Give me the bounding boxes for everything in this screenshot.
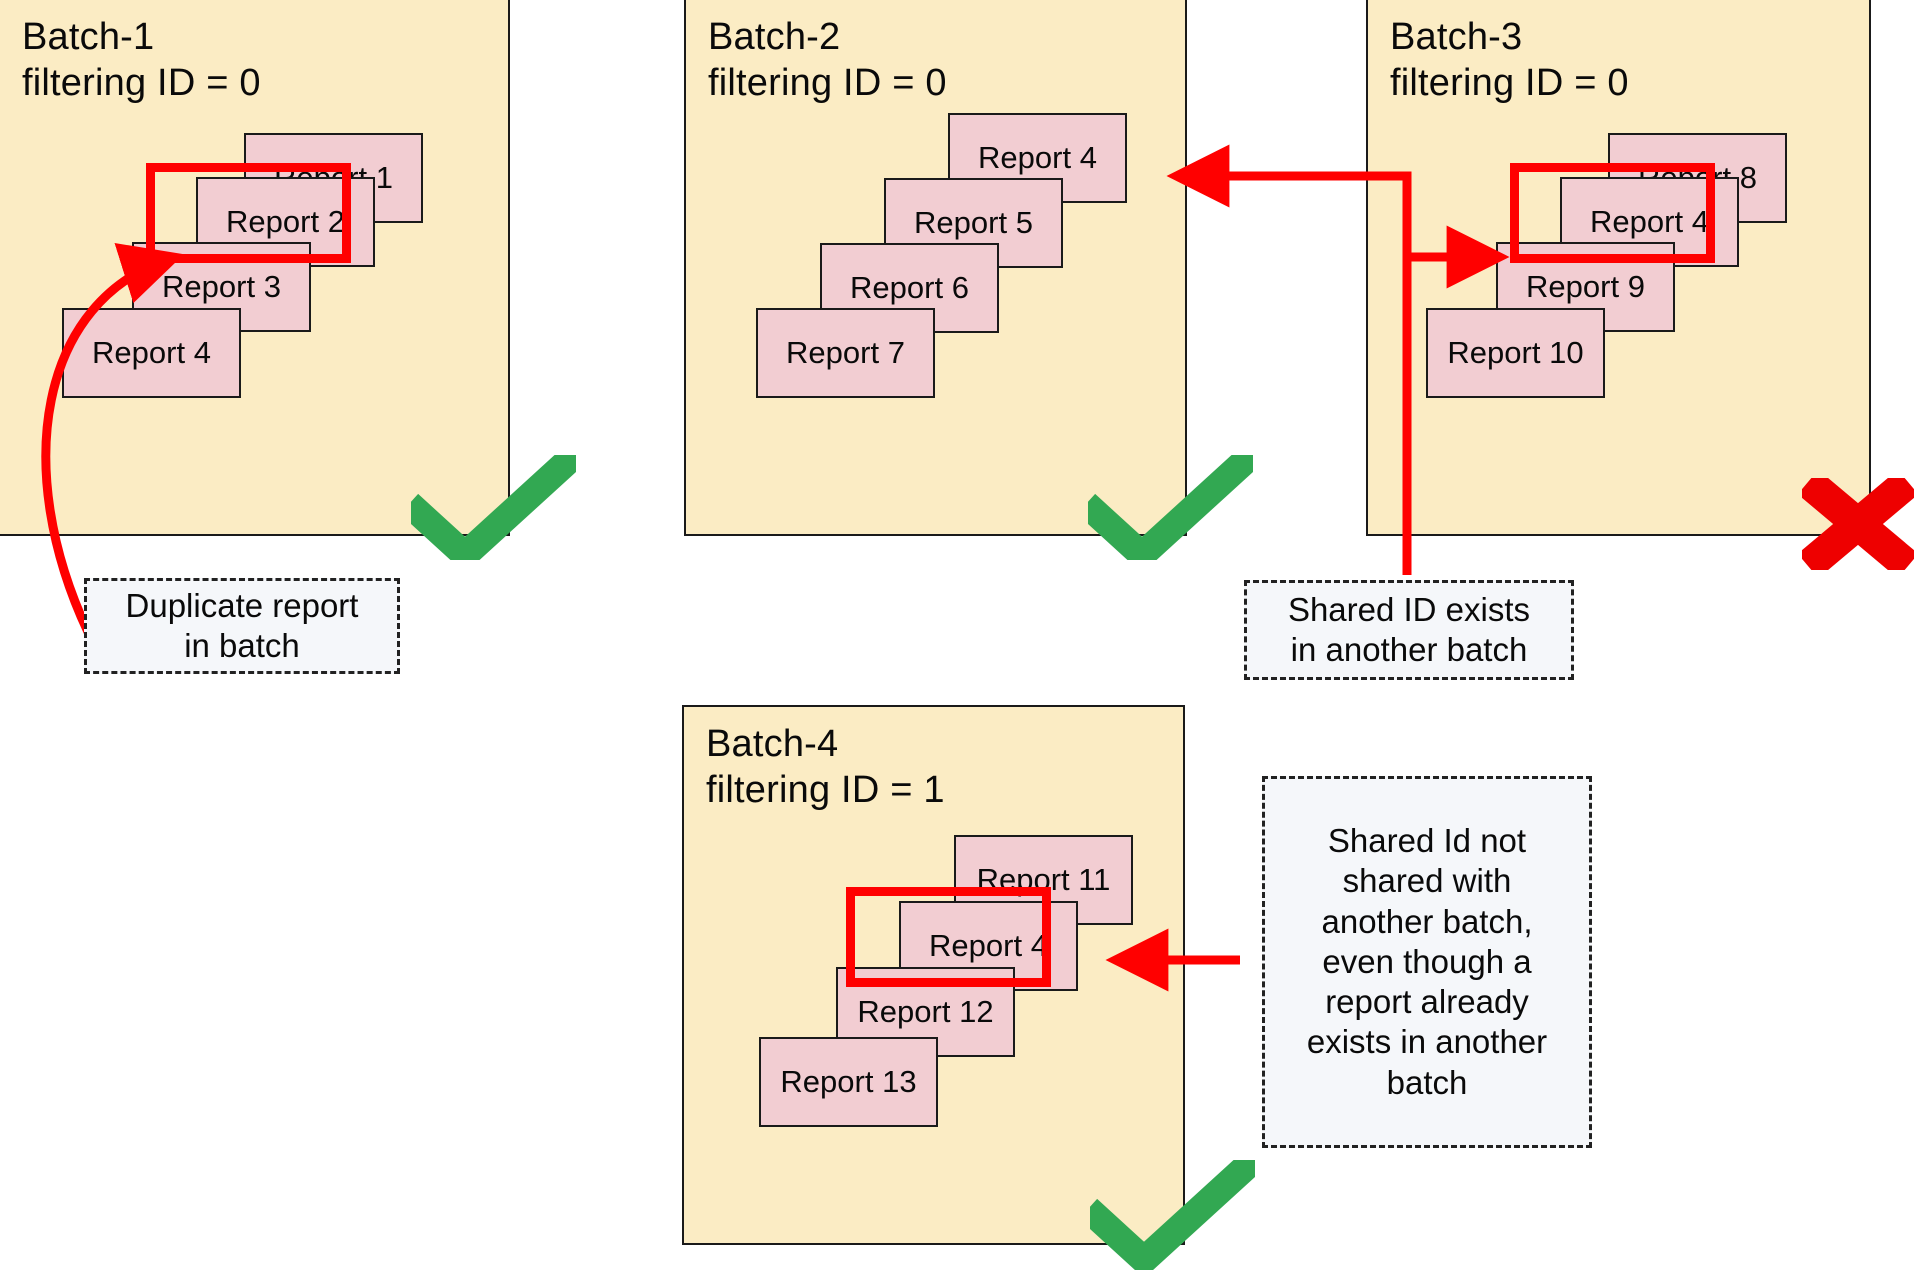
highlight-box-shared-id [1510, 163, 1715, 263]
check-icon [1088, 455, 1253, 560]
highlight-box-shared-id-batch4 [846, 887, 1051, 987]
batch-3-container: Batch-3 filtering ID = 0 Report 8 Report… [1366, 0, 1871, 536]
report-card[interactable]: Report 7 [756, 308, 935, 398]
cross-icon [1802, 478, 1914, 570]
report-card[interactable]: Report 10 [1426, 308, 1605, 398]
check-icon [411, 455, 576, 560]
batch-1-label: Batch-1 filtering ID = 0 [22, 16, 261, 105]
callout-duplicate-report: Duplicate report in batch [84, 578, 400, 674]
report-card[interactable]: Report 4 [62, 308, 241, 398]
batch-2-label: Batch-2 filtering ID = 0 [708, 16, 947, 105]
check-icon [1090, 1160, 1255, 1270]
batch-4-container: Batch-4 filtering ID = 1 Report 11 Repor… [682, 705, 1185, 1245]
batch-2-container: Batch-2 filtering ID = 0 Report 4 Report… [684, 0, 1187, 536]
report-card[interactable]: Report 13 [759, 1037, 938, 1127]
batch-4-label: Batch-4 filtering ID = 1 [706, 723, 945, 812]
callout-shared-id-not-shared: Shared Id not shared with another batch,… [1262, 776, 1592, 1148]
batch-3-label: Batch-3 filtering ID = 0 [1390, 16, 1629, 105]
highlight-box-duplicate [146, 163, 351, 263]
callout-shared-id-exists: Shared ID exists in another batch [1244, 580, 1574, 680]
